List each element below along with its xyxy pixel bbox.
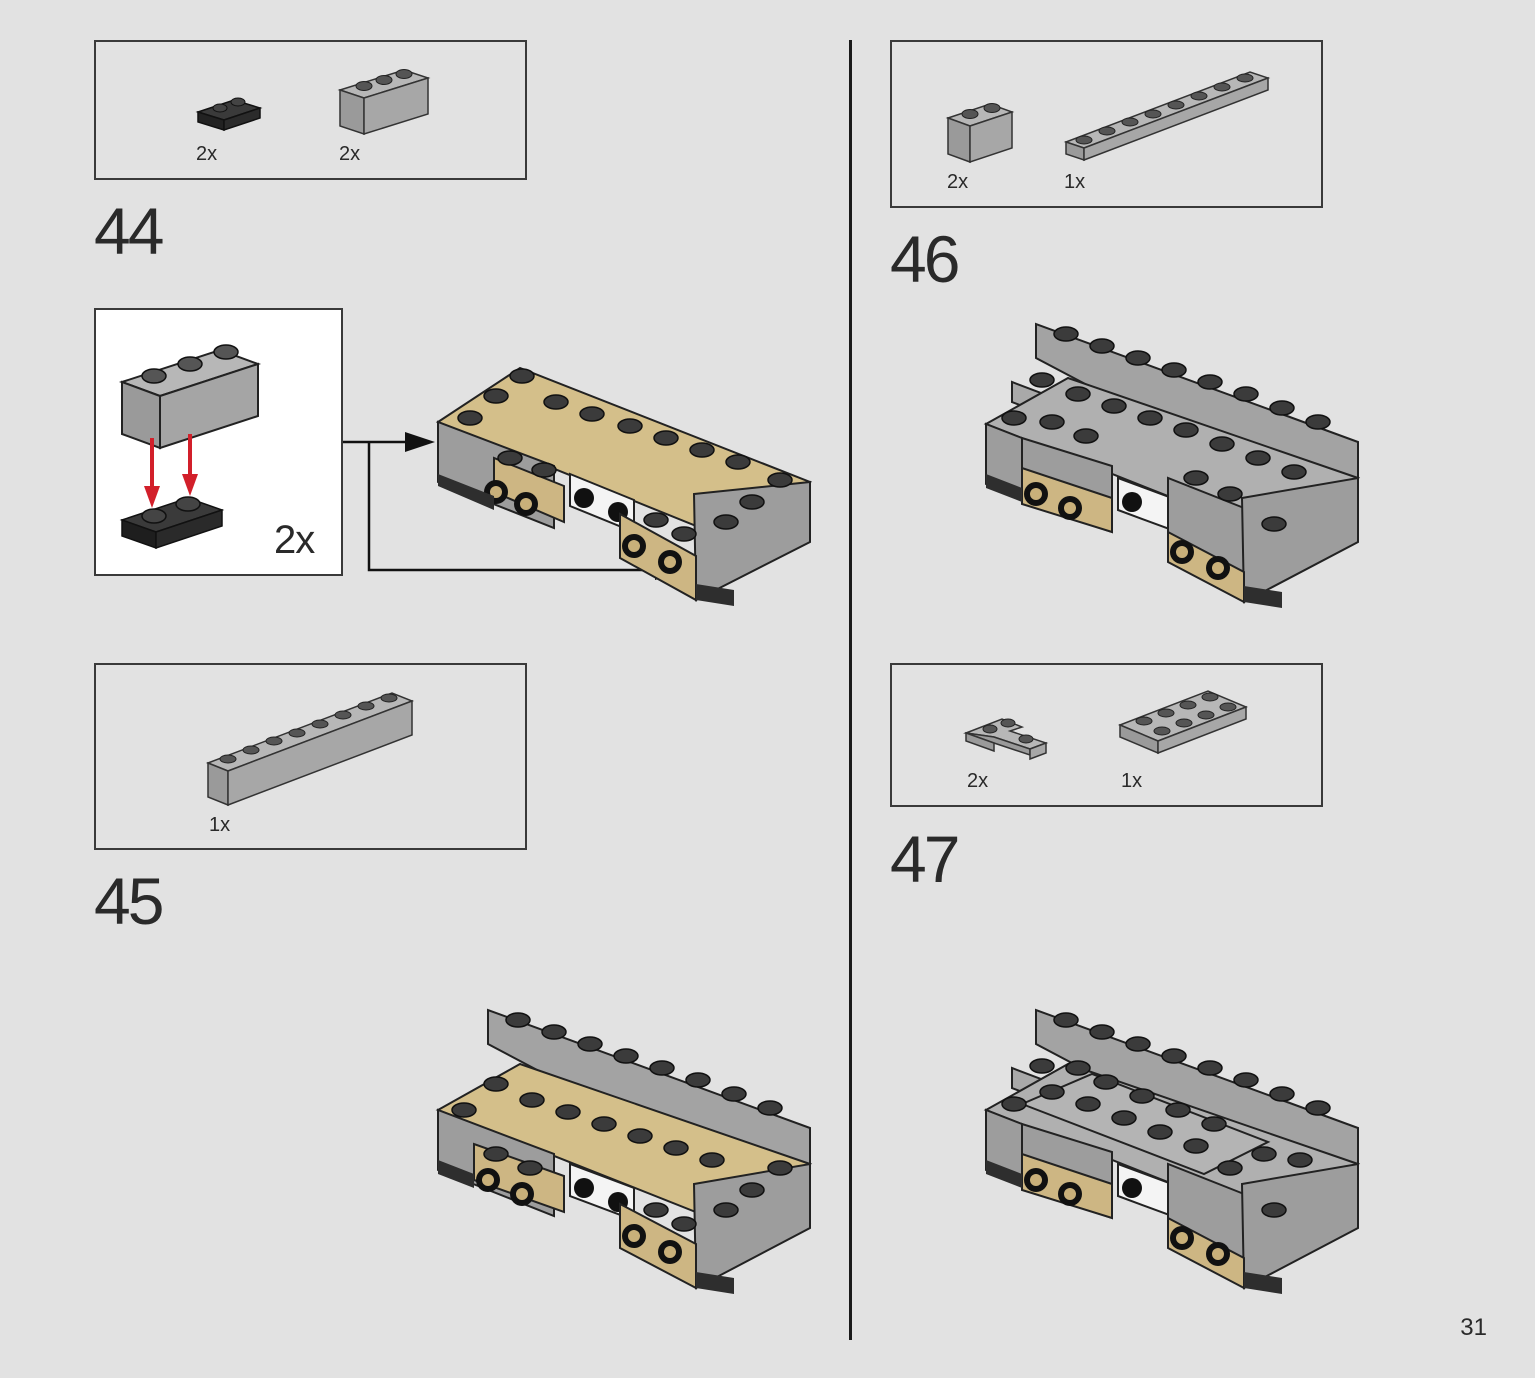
model-assembly-step-46	[983, 322, 1361, 608]
light-gray-corner-plate-2x2-icon	[963, 718, 1049, 761]
light-gray-plate-2x4-icon	[1117, 690, 1249, 755]
part-qty-label: 1x	[1064, 171, 1086, 193]
page-number: 31	[1460, 1314, 1487, 1341]
model-assembly-step-44	[435, 366, 813, 606]
dark-gray-plate-1x2-icon	[195, 97, 263, 132]
step-number: 47	[890, 822, 960, 896]
subassembly-qty-label: 2x	[274, 518, 315, 562]
dark-gray-plate-1x2-icon	[119, 496, 225, 550]
model-assembly-step-47	[983, 1008, 1361, 1294]
step-number: 46	[890, 222, 960, 296]
parts-callout-step-47: 2x 1x	[890, 663, 1323, 807]
part-qty-label: 1x	[209, 814, 231, 836]
light-gray-plate-1x8-icon	[1063, 71, 1271, 162]
step-number: 45	[94, 864, 164, 938]
parts-callout-step-46: 2x 1x	[890, 40, 1323, 208]
light-gray-brick-1x8-icon	[205, 692, 415, 807]
part-qty-label: 1x	[1121, 770, 1143, 792]
part-qty-label: 2x	[967, 770, 989, 792]
red-arrow-down-icon	[144, 434, 198, 508]
subassembly-callout: 2x	[94, 308, 343, 576]
light-gray-brick-1x2-icon	[945, 103, 1015, 164]
column-divider	[849, 40, 852, 1340]
step-number: 44	[94, 194, 164, 268]
model-assembly-step-45	[435, 1008, 813, 1294]
parts-callout-step-44: 2x 2x	[94, 40, 527, 180]
part-qty-label: 2x	[339, 143, 361, 165]
light-gray-brick-1x3-icon	[337, 69, 431, 136]
part-qty-label: 2x	[196, 143, 218, 165]
part-qty-label: 2x	[947, 171, 969, 193]
parts-callout-step-45: 1x	[94, 663, 527, 850]
light-gray-brick-1x3-icon	[118, 344, 262, 450]
